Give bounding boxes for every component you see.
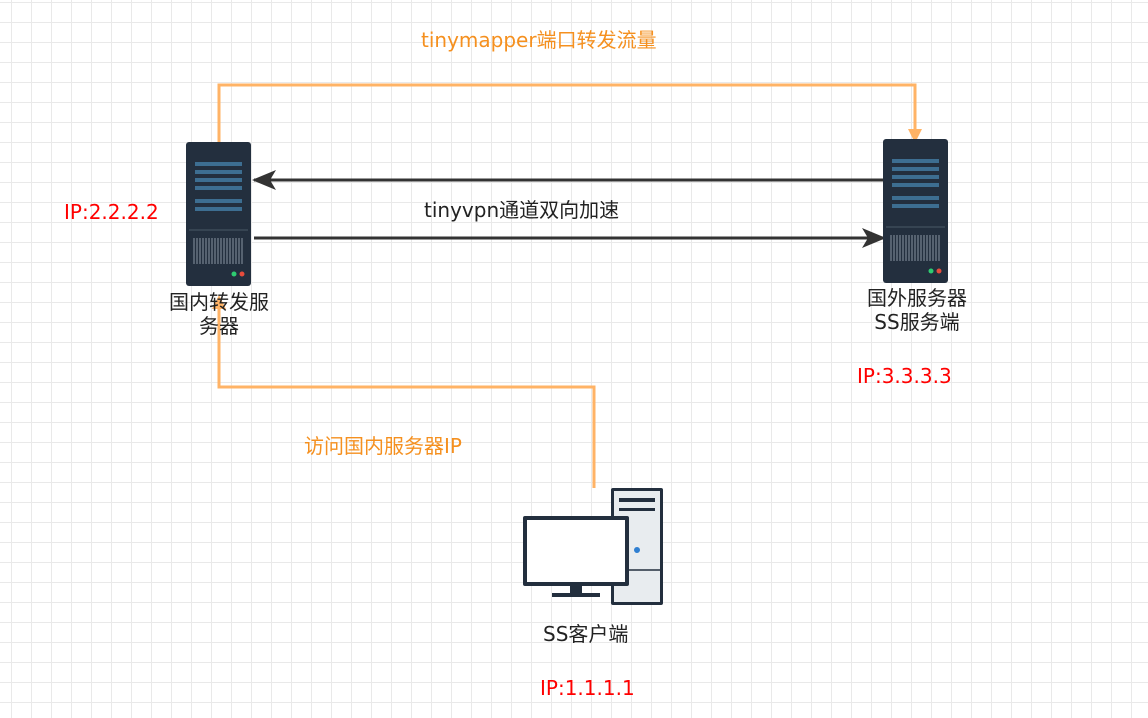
foreign-server-name: 国外服务器 SS服务端 bbox=[852, 286, 982, 334]
tinymapper-flow-label: tinymapper端口转发流量 bbox=[421, 28, 657, 52]
tinymapper-flow-arrow bbox=[217, 83, 922, 143]
client-ip: IP:1.1.1.1 bbox=[540, 676, 635, 700]
domestic-server-name-line1: 国内转发服 bbox=[169, 290, 269, 314]
access-label: 访问国内服务器IP bbox=[304, 434, 462, 458]
foreign-server-icon bbox=[883, 139, 948, 283]
domestic-server-name-line2: 务器 bbox=[199, 314, 239, 338]
domestic-server-name: 国内转发服 务器 bbox=[158, 290, 280, 338]
client-name: SS客户端 bbox=[543, 622, 629, 646]
client-access-arrow bbox=[212, 295, 596, 488]
domestic-server-ip: IP:2.2.2.2 bbox=[64, 200, 159, 224]
foreign-server-ip: IP:3.3.3.3 bbox=[857, 364, 952, 388]
client-pc-icon bbox=[523, 488, 663, 605]
foreign-server-name-line1: 国外服务器 bbox=[867, 286, 967, 310]
tunnel-label: tinyvpn通道双向加速 bbox=[424, 198, 620, 222]
foreign-server-name-line2: SS服务端 bbox=[874, 310, 960, 334]
domestic-server-icon bbox=[186, 142, 251, 286]
